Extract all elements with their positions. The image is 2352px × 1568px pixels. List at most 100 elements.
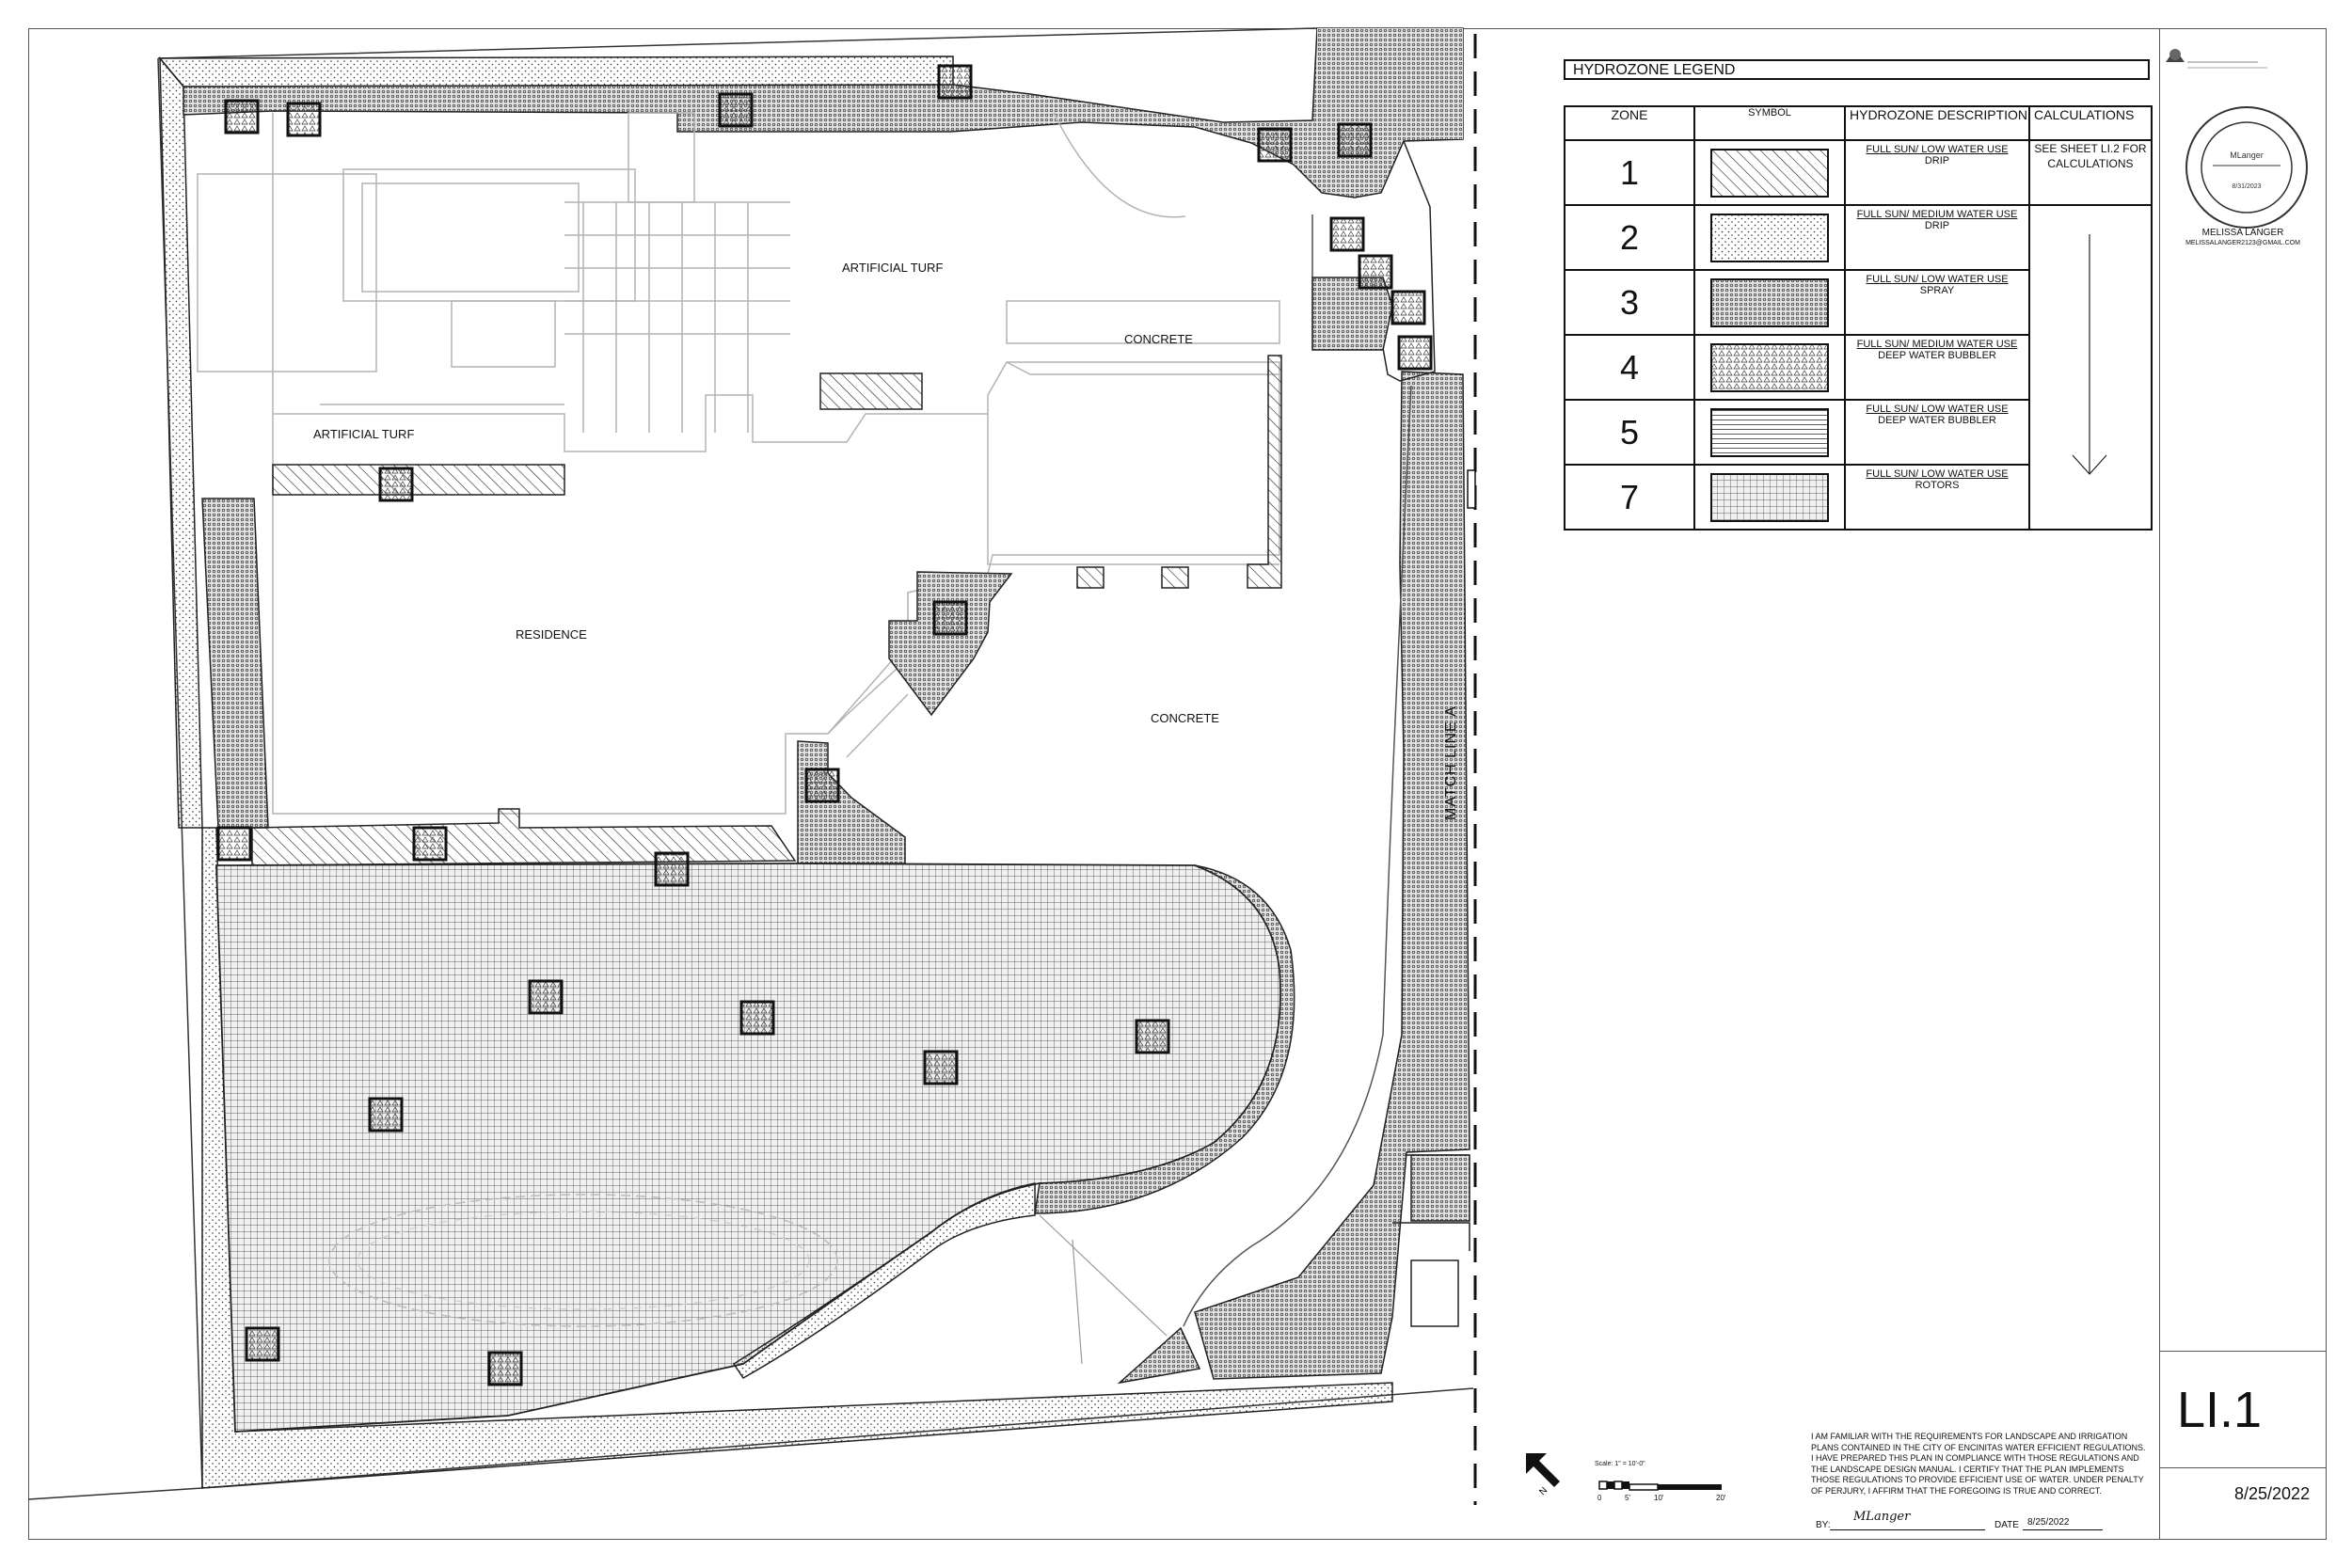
bubbler-box bbox=[378, 467, 414, 502]
zone2-top-strip bbox=[158, 55, 954, 87]
zone-condition: FULL SUN/ LOW WATER USE bbox=[1866, 274, 2009, 285]
zone3-top-band bbox=[183, 27, 1464, 198]
zone1-bed bbox=[1247, 355, 1282, 589]
bubbler-box bbox=[1358, 254, 1393, 290]
zone-number: 3 bbox=[1564, 269, 1695, 336]
zone-method: SPRAY bbox=[1919, 285, 1955, 296]
title-block-divider bbox=[2159, 28, 2160, 1540]
match-line-label: MATCH LINE A bbox=[1443, 705, 1459, 820]
bubbler-box bbox=[937, 64, 973, 100]
title-block-rule bbox=[2159, 1351, 2327, 1352]
zone2-lawn-edge bbox=[732, 1182, 1036, 1379]
by-label: BY: bbox=[1816, 1520, 1831, 1530]
bubbler-box bbox=[654, 851, 690, 887]
zone-number: 2 bbox=[1564, 204, 1695, 271]
zone-number: 7 bbox=[1564, 464, 1695, 531]
label-artificial-turf: ARTIFICIAL TURF bbox=[842, 261, 944, 275]
zone-condition: FULL SUN/ MEDIUM WATER USE bbox=[1856, 339, 2018, 350]
label-artificial-turf: ARTIFICIAL TURF bbox=[313, 427, 415, 441]
zone-method: DRIP bbox=[1924, 155, 1950, 166]
scale-label: Scale: 1" = 10'-0" bbox=[1595, 1461, 1645, 1467]
scale-tick: 10' bbox=[1654, 1494, 1664, 1502]
scale-tick: 20' bbox=[1716, 1494, 1726, 1502]
scale-bar bbox=[1598, 1481, 1722, 1491]
label-concrete: CONCRETE bbox=[1151, 711, 1219, 725]
zone-symbol bbox=[1693, 204, 1846, 271]
zone-method: DEEP WATER BUBBLER bbox=[1878, 350, 1996, 361]
calc-cell: SEE SHEET LI.2 FOR CALCULATIONS bbox=[2028, 139, 2153, 206]
zone-method: ROTORS bbox=[1915, 480, 1960, 491]
bubbler-box bbox=[1135, 1019, 1170, 1054]
title-block-rule bbox=[2159, 1467, 2327, 1468]
signature: MLanger bbox=[1853, 1510, 1911, 1524]
zone2-left-strip bbox=[159, 55, 203, 829]
bubbler-box bbox=[286, 102, 322, 137]
designer-info: MELISSA LANGER MELISSALANGER2123@GMAIL.C… bbox=[2173, 228, 2312, 248]
residence-outline bbox=[197, 112, 1280, 815]
zone-number: 4 bbox=[1564, 334, 1695, 401]
bubbler-box bbox=[245, 1326, 280, 1362]
bubbler-box bbox=[1257, 127, 1293, 163]
label-concrete: CONCRETE bbox=[1124, 332, 1193, 346]
lawn-outline bbox=[328, 1194, 838, 1327]
date-line bbox=[2023, 1529, 2103, 1530]
zone7-lawn bbox=[215, 863, 1281, 1433]
certification-statement: I AM FAMILIAR WITH THE REQUIREMENTS FOR … bbox=[1811, 1432, 2146, 1496]
zone-number: 1 bbox=[1564, 139, 1695, 206]
svg-text:N: N bbox=[1537, 1485, 1549, 1497]
bubbler-box bbox=[1329, 216, 1365, 252]
zone-symbol bbox=[1693, 269, 1846, 336]
north-arrow: N bbox=[1526, 1453, 1560, 1497]
date-label: DATE bbox=[1994, 1520, 2019, 1530]
zone3-right-band bbox=[1194, 371, 1470, 1380]
zone-symbol bbox=[1693, 399, 1846, 466]
zone3-driveway-bed bbox=[1117, 1326, 1201, 1385]
header-symbol: SYMBOL bbox=[1693, 105, 1846, 141]
arrow-down-icon bbox=[2072, 234, 2107, 475]
bubbler-box bbox=[412, 826, 448, 862]
bubbler-box bbox=[718, 92, 754, 128]
bubbler-box bbox=[368, 1097, 404, 1132]
date-value: 8/25/2022 bbox=[2027, 1517, 2070, 1528]
designer-name: MELISSA LANGER bbox=[2201, 228, 2284, 238]
calc-cell bbox=[2028, 204, 2153, 531]
zone-method: DEEP WATER BUBBLER bbox=[1878, 415, 1996, 426]
zone-condition: FULL SUN/ LOW WATER USE bbox=[1866, 468, 2009, 480]
zone3-left-bed bbox=[201, 498, 269, 829]
signature-line bbox=[1830, 1529, 1985, 1530]
bubbler-box bbox=[923, 1050, 959, 1085]
header-calculations: CALCULATIONS bbox=[2028, 105, 2153, 141]
zone-condition: FULL SUN/ LOW WATER USE bbox=[1866, 404, 2009, 415]
bubbler-box bbox=[1337, 122, 1373, 158]
sheet-border bbox=[28, 28, 2327, 1540]
calc-note: SEE SHEET LI.2 FOR CALCULATIONS bbox=[2034, 142, 2147, 170]
zone-condition: FULL SUN/ LOW WATER USE bbox=[1866, 144, 2009, 155]
header-zone: ZONE bbox=[1564, 105, 1695, 141]
sheet-number: LI.1 bbox=[2177, 1382, 2263, 1438]
firm-logo bbox=[2166, 49, 2267, 69]
designer-email: MELISSALANGER2123@GMAIL.COM bbox=[2185, 240, 2300, 246]
zone1-bed bbox=[251, 808, 797, 866]
bubbler-box bbox=[804, 768, 840, 803]
svg-text:MLanger: MLanger bbox=[2230, 150, 2264, 160]
header-description: HYDROZONE DESCRIPTION bbox=[1844, 105, 2030, 141]
bubbler-box bbox=[528, 979, 564, 1015]
bubbler-box bbox=[216, 826, 252, 862]
bubbler-box bbox=[487, 1351, 523, 1386]
scale-tick: 0 bbox=[1597, 1494, 1602, 1502]
bubbler-box bbox=[1391, 290, 1426, 325]
zone1-bed bbox=[819, 372, 923, 410]
bubbler-group bbox=[216, 64, 1433, 1386]
